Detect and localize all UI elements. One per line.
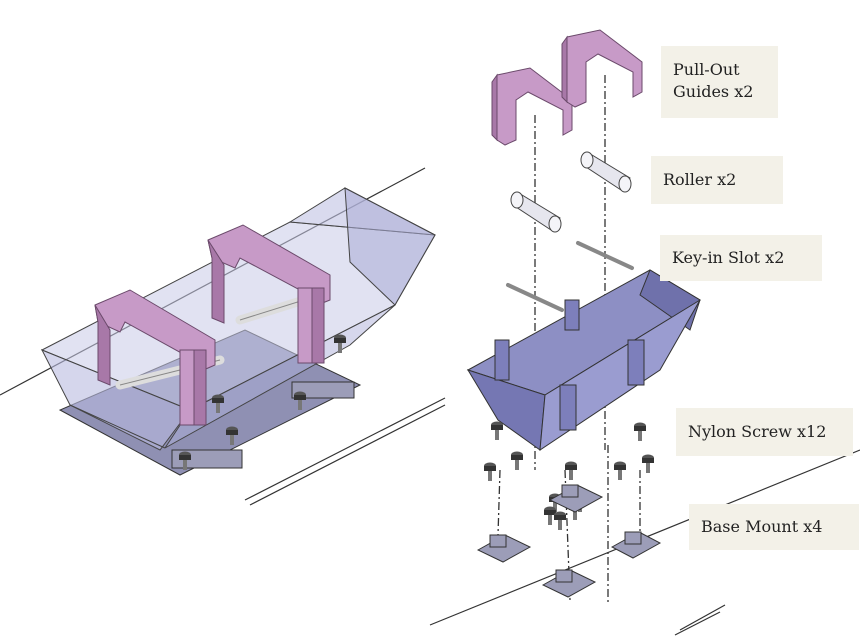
exploded-view [466, 29, 701, 605]
assembled-unit [40, 187, 436, 476]
exploded-key-slot-2 [506, 283, 564, 312]
exploded-guide-2 [561, 29, 643, 108]
exploded-key-slot-1 [576, 241, 634, 270]
exploded-nylon-screws [484, 421, 654, 530]
base-mount-4 [541, 569, 597, 598]
assembled-guide-front [94, 289, 216, 426]
assembled-hopper-front [40, 349, 191, 451]
exploded-roller-2 [510, 191, 562, 233]
label-pull-out-guides: Pull-Out Guides x2 [661, 46, 778, 118]
exploded-guide-1 [491, 67, 573, 146]
assembled-guide-back [207, 224, 331, 364]
exploded-hopper [466, 269, 701, 451]
exploded-base-mounts [476, 484, 662, 598]
label-key-in-slot: Key-in Slot x2 [660, 235, 822, 281]
label-roller: Roller x2 [651, 156, 783, 204]
label-nylon-screw: Nylon Screw x12 [676, 408, 853, 456]
exploded-roller-1 [580, 151, 632, 193]
base-mount-3 [610, 531, 662, 559]
base-mount-1 [476, 534, 532, 563]
label-base-mount: Base Mount x4 [689, 504, 859, 550]
base-mount-2 [548, 484, 604, 513]
